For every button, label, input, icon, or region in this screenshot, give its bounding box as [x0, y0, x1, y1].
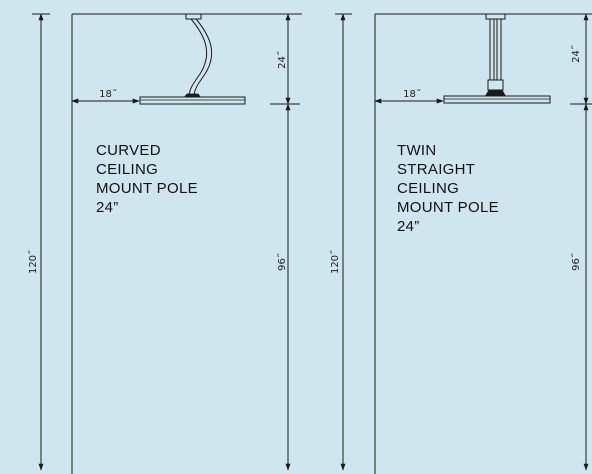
panel-title: TWIN STRAIGHT CEILING MOUNT POLE 24” [397, 142, 503, 235]
upper-height-label: 24˝ [570, 45, 582, 63]
width-label: 18˝ [403, 88, 421, 100]
curved-pole-outer [188, 18, 208, 96]
upper-height-label: 24˝ [276, 51, 288, 69]
ceiling-flange [485, 13, 506, 20]
panel-curved: 120˝ 24˝ 96˝ 18˝ CURVED CEILING MOUNT PO… [27, 13, 302, 474]
width-label: 18˝ [99, 88, 117, 100]
title-line: MOUNT POLE [397, 199, 499, 216]
total-height-label: 120˝ [27, 250, 39, 274]
pole-collar [487, 79, 504, 91]
title-line: MOUNT POLE [96, 180, 198, 197]
total-height-label: 120˝ [329, 250, 341, 274]
curved-pole-inner [193, 18, 213, 96]
title-line: CURVED [96, 142, 161, 159]
title-line: CEILING [397, 180, 459, 197]
title-line: TWIN [397, 142, 437, 159]
ceiling-flange [185, 13, 202, 20]
lower-height-label: 96˝ [570, 253, 582, 271]
title-line: CEILING [96, 161, 158, 178]
panel-title: CURVED CEILING MOUNT POLE 24” [96, 142, 202, 216]
title-line: 24” [397, 218, 420, 235]
title-line: 24” [96, 199, 119, 216]
panel-twin-straight: 120˝ 24˝ 96˝ 18˝ TWIN STRAIGHT CEILING M… [329, 13, 592, 474]
lower-height-label: 96˝ [276, 253, 288, 271]
shower-head [139, 96, 246, 105]
shower-head [443, 95, 551, 104]
title-line: STRAIGHT [397, 161, 475, 178]
